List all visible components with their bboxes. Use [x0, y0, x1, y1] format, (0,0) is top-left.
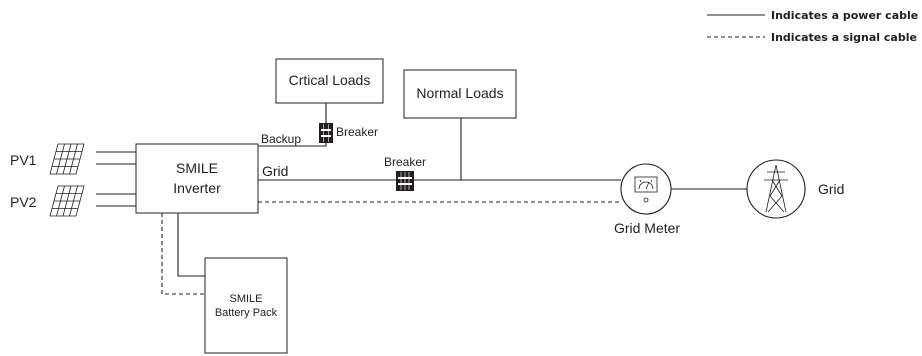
- battery-box: [204, 257, 288, 354]
- battery-signal-cable: [161, 213, 205, 295]
- pv1-solar-panel-icon: [49, 143, 85, 175]
- inverter-box: [135, 143, 259, 214]
- normal-loads-label: Normal Loads: [416, 85, 503, 101]
- grid-meter-label: Grid Meter: [614, 220, 680, 236]
- grid-tower-icon: [746, 159, 806, 219]
- inverter-label-line2: Inverter: [173, 180, 221, 196]
- normal-loads-box: [403, 69, 517, 119]
- grid-label: Grid: [818, 181, 844, 197]
- battery-power-wire: [177, 213, 205, 277]
- grid-meter-icon: [620, 163, 672, 215]
- power-cables: [96, 103, 747, 277]
- breaker-grid-label: Breaker: [384, 155, 426, 169]
- critical-loads-box: [275, 58, 384, 104]
- backup-wire: [258, 103, 327, 147]
- critical-loads-label: Crtical Loads: [289, 72, 371, 88]
- legend-signal-label: Indicates a signal cable: [771, 31, 917, 44]
- legend: Indicates a power cable Indicates a sign…: [707, 9, 918, 44]
- signal-cables: [161, 201, 621, 295]
- breaker-grid-icon: [396, 171, 414, 191]
- grid-port-label: Grid: [262, 163, 288, 179]
- pv1-label: PV1: [10, 152, 37, 168]
- pv2-solar-panel-icon: [49, 185, 85, 217]
- inverter-label-line1: SMILE: [176, 160, 218, 176]
- breaker-backup-label: Breaker: [336, 125, 378, 139]
- battery-label-line1: SMILE: [229, 293, 262, 305]
- backup-label: Backup: [261, 132, 301, 146]
- battery-label-line2: Battery Pack: [215, 307, 278, 319]
- breaker-backup-icon: [319, 123, 333, 143]
- pv2-label: PV2: [10, 194, 37, 210]
- legend-power-label: Indicates a power cable: [771, 9, 918, 22]
